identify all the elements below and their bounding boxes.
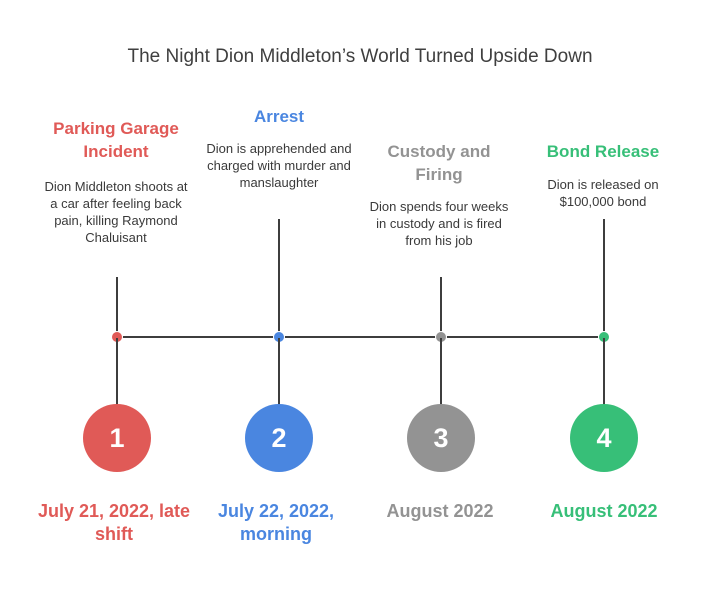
event-3-lower-stem xyxy=(440,338,442,408)
event-3-date: August 2022 xyxy=(386,501,494,521)
event-1-date: July 21, 2022, late shift xyxy=(37,501,191,544)
event-2-number-badge: 2 xyxy=(245,404,313,472)
event-3-description: Dion spends four weeks in custody and is… xyxy=(369,199,509,248)
timeline-axis xyxy=(116,336,604,338)
event-1-heading: Parking Garage Incident xyxy=(53,119,179,161)
page-title: The Night Dion Middleton’s World Turned … xyxy=(127,46,593,67)
event-1-description: Dion Middleton shoots at a car after fee… xyxy=(44,179,188,245)
event-2-description: Dion is apprehended and charged with mur… xyxy=(206,141,352,190)
event-1-number-badge: 1 xyxy=(83,404,151,472)
event-3-number-badge: 3 xyxy=(407,404,475,472)
event-3-upper-stem xyxy=(440,277,442,337)
event-4-upper-stem xyxy=(603,219,605,337)
event-4-date: August 2022 xyxy=(550,501,658,521)
event-4-lower-stem xyxy=(603,338,605,408)
event-1-upper-stem xyxy=(116,277,118,337)
event-4-description: Dion is released on $100,000 bond xyxy=(547,177,659,209)
event-1-lower-stem xyxy=(116,338,118,408)
event-2-lower-stem xyxy=(278,338,280,408)
event-2-heading: Arrest xyxy=(253,107,305,126)
event-2-upper-stem xyxy=(278,219,280,337)
event-2-date: July 22, 2022, morning xyxy=(217,501,335,544)
event-4-number-badge: 4 xyxy=(570,404,638,472)
event-4-heading: Bond Release xyxy=(546,142,660,161)
event-3-heading: Custody and Firing xyxy=(387,142,491,184)
